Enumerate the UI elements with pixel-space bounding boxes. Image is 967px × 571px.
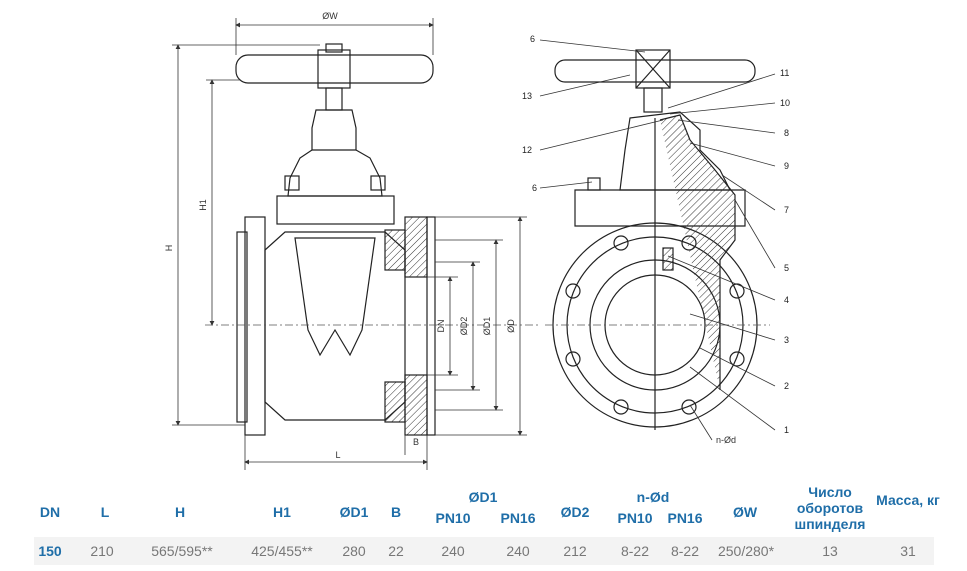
callout-1: 1 [784,425,789,435]
cell-d1-pn10: 240 [441,543,465,559]
callout-3: 3 [784,335,789,345]
header-dn: DN [39,504,61,520]
header-d1-pn10: PN10 [435,510,471,526]
callout-10: 10 [780,98,790,108]
header-turns-line1: Число [808,484,852,500]
dim-dn-label: DN [436,320,446,333]
cell-d2: 212 [563,543,587,559]
cell-b: 22 [388,543,404,559]
callout-9: 9 [784,161,789,171]
front-view [205,43,540,436]
dim-h1-label: H1 [198,199,208,211]
callout-6-side: 6 [532,183,537,193]
callout-12: 12 [522,145,532,155]
front-dimensions [172,18,527,470]
table-row [34,537,934,565]
callout-7: 7 [784,205,789,215]
cell-mass: 31 [900,543,916,559]
header-d1-group: ØD1 [468,489,498,505]
header-nd-pn16: PN16 [667,510,703,526]
callout-5: 5 [784,263,789,273]
callout-8: 8 [784,128,789,138]
header-l: L [100,504,110,520]
dim-nd-label: n-Ød [716,435,736,445]
cell-w: 250/280* [717,543,775,559]
dim-w-label: ØW [322,11,338,21]
callout-6-top: 6 [530,34,535,44]
cell-turns: 13 [822,543,838,559]
dim-l-label: L [335,450,340,460]
cell-h1: 425/455** [251,543,313,559]
cell-nd-pn10: 8-22 [620,543,650,559]
valve-drawing: ØW H H1 DN ØD2 ØD1 ØD B L [164,11,790,470]
header-w: ØW [732,504,758,520]
header-h: H [174,504,186,520]
header-d1: ØD1 [339,504,369,520]
cell-nd-pn16: 8-22 [670,543,700,559]
header-d1-pn16: PN16 [500,510,536,526]
header-b: B [390,504,402,520]
cell-l: 210 [90,543,114,559]
header-nd-pn10: PN10 [617,510,653,526]
cell-d1-pn16: 240 [506,543,530,559]
cell-dn: 150 [38,543,62,559]
header-d2: ØD2 [560,504,590,520]
header-turns-line2: оборотов [796,500,864,516]
dim-d1-label: ØD1 [482,317,492,336]
cell-h: 565/595** [151,543,213,559]
callout-13: 13 [522,91,532,101]
header-turns-line3: шпинделя [794,516,866,532]
cell-d1: 280 [342,543,366,559]
header-h1: H1 [273,504,291,520]
callout-leaders [539,39,776,441]
callout-11: 11 [780,68,789,78]
callout-2: 2 [784,381,789,391]
dim-d2-label: ØD2 [459,317,469,336]
dim-h-label: H [164,245,174,252]
callout-4: 4 [784,295,789,305]
dim-d-label: ØD [506,319,516,333]
side-view [545,49,770,430]
header-mass: Масса, кг [876,492,940,508]
header-nd-group: n-Ød [636,489,670,505]
dim-b-label: B [413,437,419,447]
